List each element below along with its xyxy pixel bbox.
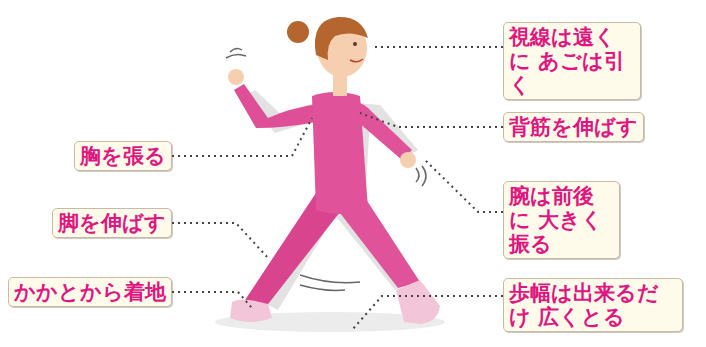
callout-text: かかとから着地 [14, 280, 166, 304]
callout-box: 歩幅は出来るだけ 広くとる [503, 278, 683, 332]
callout-text: 歩幅は出来るだけ 広くとる [509, 281, 677, 329]
front-arm [352, 100, 416, 168]
callout-text: 胸を張る [80, 144, 166, 168]
callout-box: 脚を伸ばす [52, 208, 172, 238]
neck [333, 74, 347, 96]
callout-text: 脚を伸ばす [58, 211, 166, 235]
back-shoe [230, 299, 272, 322]
hair-bun [287, 21, 309, 43]
callout-box: 視線は遠くに あごは引く [503, 22, 641, 100]
motion-marks [226, 48, 426, 290]
mouth [350, 59, 363, 62]
leader-lines [172, 47, 503, 330]
callout-box: かかとから着地 [8, 277, 172, 307]
callout-text: 視線は遠くに あごは引く [509, 25, 635, 97]
callout-box: 胸を張る [74, 141, 172, 171]
eye [353, 42, 357, 46]
callout-text: 背筋を伸ばす [509, 115, 638, 139]
callout-box: 背筋を伸ばす [503, 112, 644, 142]
back-arm [228, 69, 318, 128]
hair [315, 17, 368, 60]
callout-box: 腕は前後に 大きく振る [503, 181, 620, 259]
callout-text: 腕は前後に 大きく振る [509, 184, 614, 256]
front-shoe [396, 280, 440, 324]
